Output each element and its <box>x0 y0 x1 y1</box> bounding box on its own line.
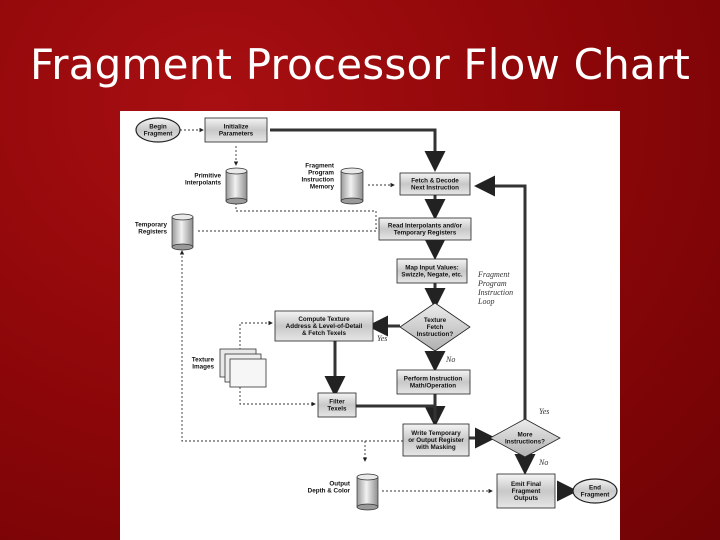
edge-filter-to-write <box>353 404 437 421</box>
edge-write-to-temp <box>179 250 403 442</box>
more-yes-label: Yes <box>539 407 549 416</box>
temporary-registers-cylinder <box>171 213 194 251</box>
texture-images-stack <box>219 348 267 388</box>
map-input-box: Map Input Values:Swizzle, Negate, etc. <box>396 258 468 284</box>
edge-images-to-compute <box>239 320 273 354</box>
more-no-label: No <box>538 458 548 467</box>
edge-images-to-filter <box>239 387 316 407</box>
output-cylinder <box>356 473 379 511</box>
edge-init-to-fetch <box>270 128 446 172</box>
slide-title: Fragment Processor Flow Chart <box>29 40 691 89</box>
program-memory-cylinder <box>340 167 364 205</box>
texture-yes-label: Yes <box>377 334 387 343</box>
primitive-interpolants-cylinder <box>225 167 248 205</box>
edge-temp-to-read <box>198 225 395 232</box>
edge-primitive-down <box>235 203 377 226</box>
texture-no-label: No <box>445 355 455 364</box>
map-input-label: Map Input Values:Swizzle, Negate, etc. <box>401 265 462 279</box>
edge-more-yes-loop <box>474 175 527 421</box>
